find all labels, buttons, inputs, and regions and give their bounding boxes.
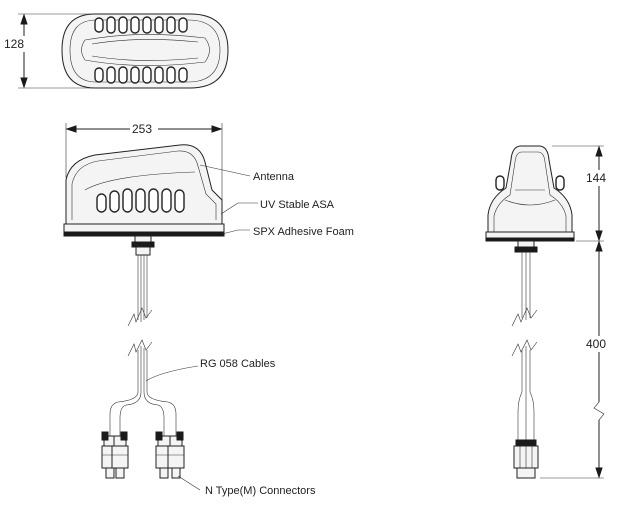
callout-spx-adhesive-foam: SPX Adhesive Foam: [253, 226, 354, 238]
top-view-lower-grips: [94, 66, 188, 84]
side-view: 144 400: [485, 145, 612, 479]
callout-n-type-connectors: N Type(M) Connectors: [205, 485, 316, 497]
dimension-label-144: 144: [586, 171, 606, 185]
front-view-cables-upper: [127, 255, 153, 327]
dimension-side-height: 144: [552, 145, 612, 242]
dimension-cable-length: 400: [540, 240, 612, 479]
side-view-cables: [511, 252, 538, 440]
front-view-cables-lower: [109, 339, 177, 436]
dimension-label-128: 128: [4, 37, 24, 51]
callout-antenna: Antenna: [253, 171, 295, 183]
front-view: 253: [63, 121, 354, 497]
top-view-upper-grips: [94, 16, 188, 34]
top-view: 128: [2, 13, 229, 89]
dimension-width: 253: [65, 121, 223, 200]
side-view-connectors: [513, 439, 539, 479]
dimension-top-height: 128: [2, 13, 92, 89]
front-view-connectors: [101, 431, 185, 479]
callout-rg058-cables: RG 058 Cables: [200, 358, 276, 370]
dimension-label-253: 253: [132, 122, 152, 136]
callout-leaders: [145, 164, 258, 491]
dimension-label-400: 400: [586, 337, 606, 351]
callout-uv-stable-asa: UV Stable ASA: [260, 199, 335, 211]
front-view-grips: [96, 188, 185, 213]
